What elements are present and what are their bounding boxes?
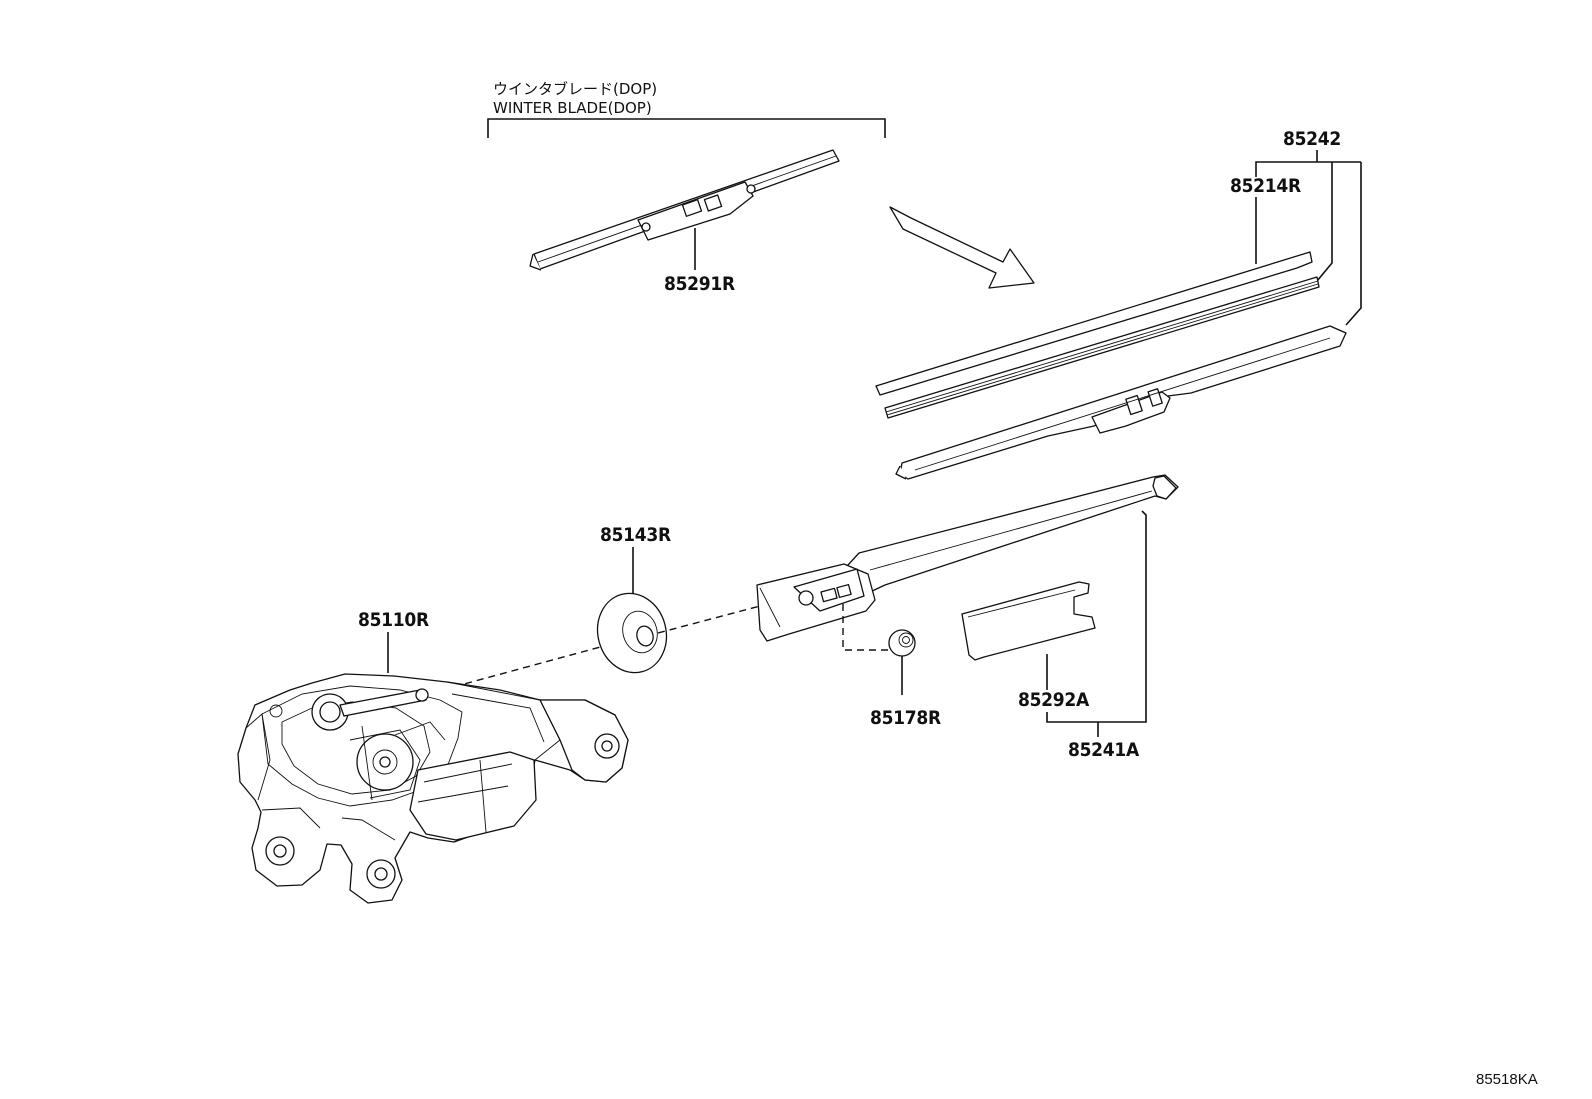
wiper-motor-85110R[interactable] — [237, 673, 629, 904]
leader-85242-bar — [1255, 161, 1361, 177]
leader-85242-blade — [1345, 162, 1362, 326]
label-85214R[interactable]: 85214R — [1230, 175, 1301, 197]
dashed-line-cap — [657, 605, 761, 634]
label-85242[interactable]: 85242 — [1283, 128, 1341, 150]
rubber-refill-85214R[interactable] — [875, 251, 1313, 396]
label-85241A[interactable]: 85241A — [1068, 739, 1140, 761]
label-85143R[interactable]: 85143R — [600, 524, 671, 546]
wiper-arm-85241A[interactable] — [756, 474, 1179, 642]
label-85110R[interactable]: 85110R — [358, 609, 429, 631]
winter-blade-label-jp: ウインタブレード(DOP) — [493, 80, 657, 98]
illustration-number: 85518KA — [1476, 1071, 1538, 1088]
wiper-blade[interactable] — [895, 325, 1347, 480]
winter-blade-85291R[interactable] — [529, 149, 840, 271]
dashed-line-nut — [842, 604, 890, 651]
wiper-rubber[interactable] — [884, 276, 1320, 419]
label-85178R[interactable]: 85178R — [870, 707, 941, 729]
dashed-line-motor — [441, 645, 605, 691]
label-85291R[interactable]: 85291R — [664, 273, 735, 295]
winter-blade-bracket — [487, 118, 886, 138]
blade-assembly-85242: 85242 85214R — [875, 128, 1362, 480]
label-85292A[interactable]: 85292A — [1018, 689, 1090, 711]
winter-blade-group: ウインタブレード(DOP) WINTER BLADE(DOP) 85291R — [487, 80, 886, 295]
arrow-icon — [889, 206, 1035, 289]
cap-85143R[interactable] — [589, 586, 675, 681]
arm-cover-85292A[interactable] — [961, 581, 1096, 661]
nut-85178R[interactable] — [888, 629, 916, 657]
leader-85242-rubber — [1316, 162, 1333, 282]
leader-85241A — [1046, 510, 1147, 723]
winter-blade-label-en: WINTER BLADE(DOP) — [493, 99, 652, 117]
